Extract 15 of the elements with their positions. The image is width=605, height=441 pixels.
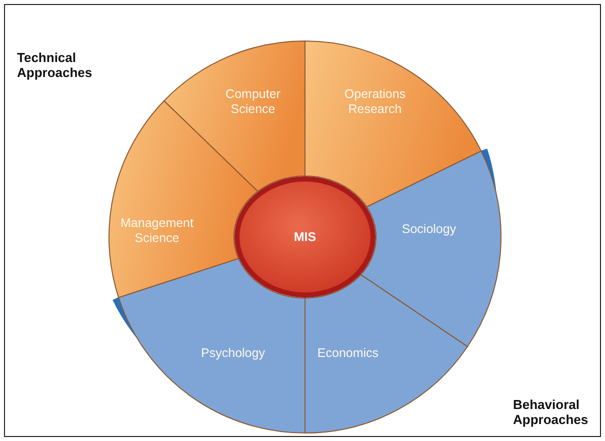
wheel-segment [304,40,482,208]
wheel-segment [360,150,502,348]
wheel-segment [304,274,468,434]
group-label: Technical Approaches [17,50,94,80]
segment-label: Psychology [201,346,265,360]
wheel-segment [118,258,306,434]
hub-label: MIS [294,230,316,244]
segment-label: Computer Science [224,87,282,117]
wheel-segment [164,40,306,192]
segment-label: Economics [317,346,379,360]
segment-label: Sociology [402,222,456,236]
hub-ellipse [234,176,376,298]
group-label: Behavioral Approaches [513,397,590,427]
segment-label: Management Science [120,216,194,246]
segment-label: Operations Research [343,87,407,117]
